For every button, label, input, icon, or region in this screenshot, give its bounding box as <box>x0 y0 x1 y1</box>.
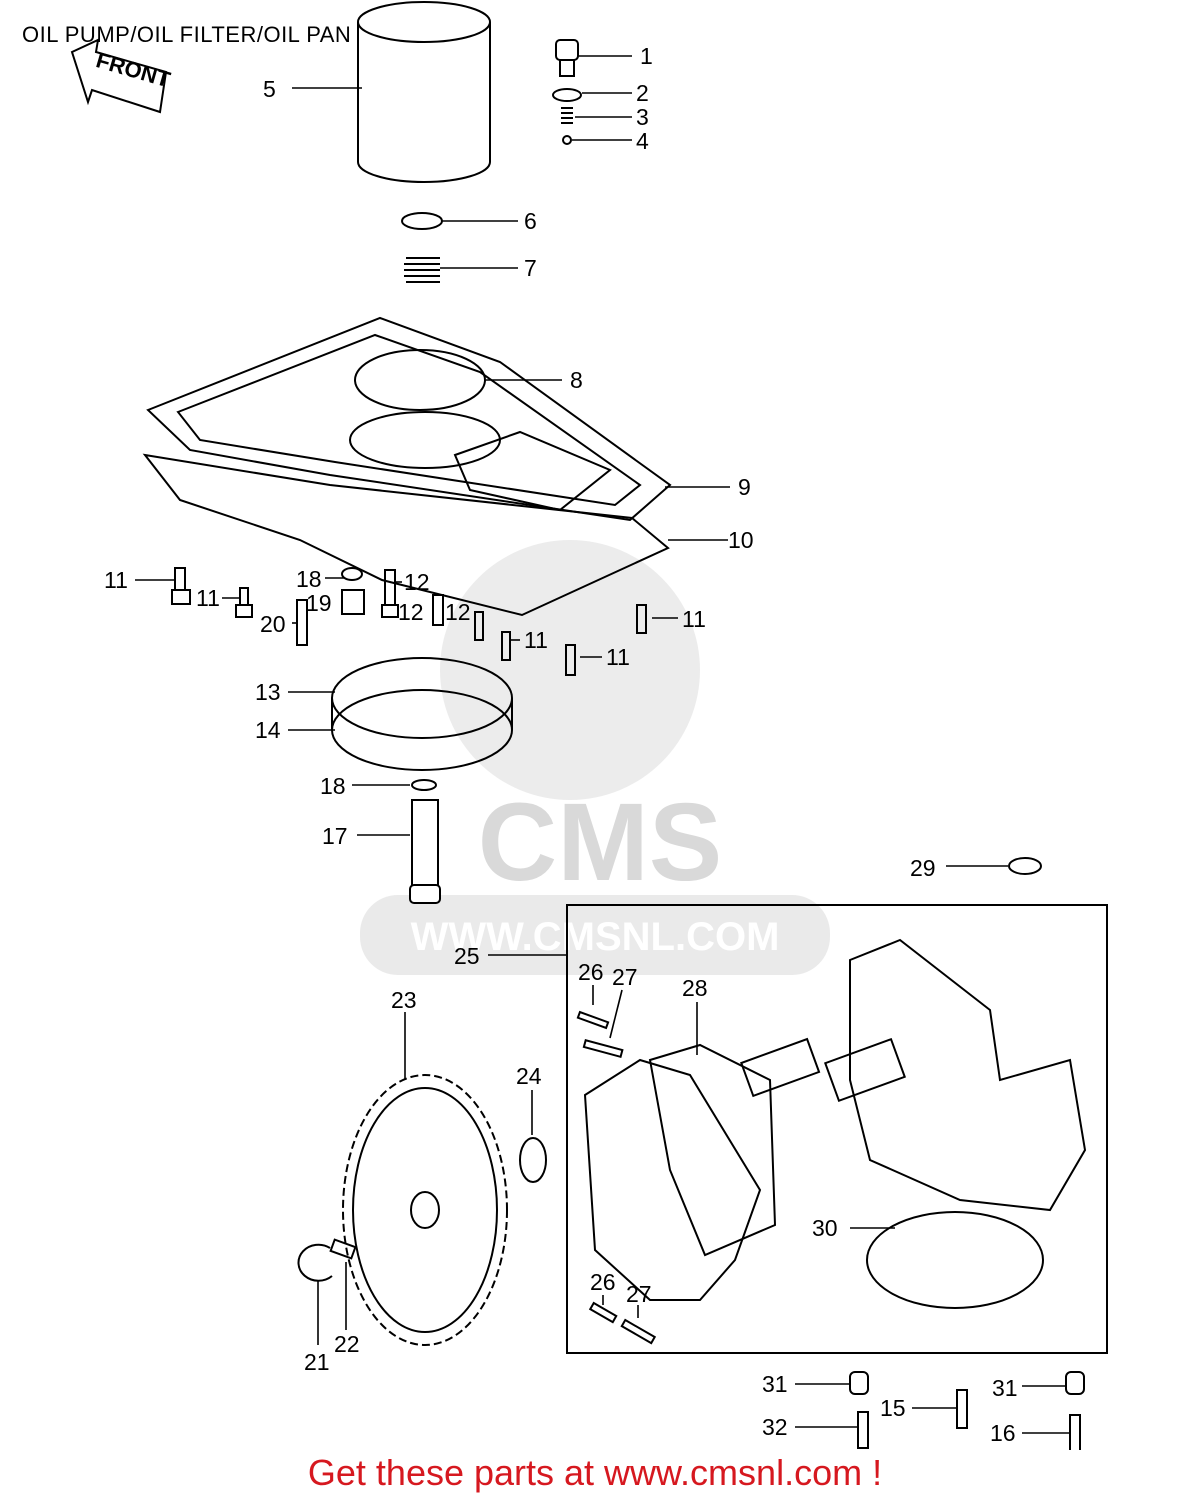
callout-20: 20 <box>260 611 286 637</box>
callout-4: 4 <box>636 128 649 154</box>
callout-27a: 27 <box>612 964 638 990</box>
oil-pan-part <box>142 316 672 617</box>
callout-18b: 18 <box>320 773 346 799</box>
oil-filter-part <box>357 1 491 183</box>
callout-11d: 11 <box>524 627 548 653</box>
callout-12c: 12 <box>445 599 471 625</box>
callout-25: 25 <box>454 943 480 969</box>
callout-16: 16 <box>990 1420 1016 1446</box>
callout-27b: 27 <box>626 1281 652 1307</box>
diagram-title: OIL PUMP/OIL FILTER/OIL PAN <box>22 22 352 47</box>
callout-12b: 12 <box>398 599 424 625</box>
callout-30: 30 <box>812 1215 838 1241</box>
callout-5: 5 <box>263 76 276 102</box>
oring-part <box>1008 857 1042 875</box>
callout-6: 6 <box>524 208 537 234</box>
callout-9: 9 <box>738 474 751 500</box>
callout-11c: 11 <box>682 606 706 632</box>
callout-15: 15 <box>880 1395 906 1421</box>
callout-11a: 11 <box>104 567 128 593</box>
front-arrow: FRONT <box>70 38 174 114</box>
callout-23: 23 <box>391 987 417 1013</box>
callout-18a: 18 <box>296 566 322 592</box>
gear-washer-part <box>519 1137 547 1183</box>
callout-32: 32 <box>762 1414 788 1440</box>
callout-29: 29 <box>910 855 936 881</box>
pump-gear-part <box>342 1074 508 1346</box>
spring-part <box>404 257 440 283</box>
circlip-part <box>297 1243 333 1282</box>
watermark: WWW.CMSNL.COM CMS <box>360 540 830 975</box>
callout-24: 24 <box>516 1063 542 1089</box>
callout-14: 14 <box>255 717 281 743</box>
callout-26a: 26 <box>578 959 604 985</box>
callout-13: 13 <box>255 679 281 705</box>
pin-part <box>329 1238 357 1260</box>
callout-3: 3 <box>636 104 649 130</box>
watermark-logo: CMS <box>478 781 722 904</box>
watermark-url: WWW.CMSNL.COM <box>411 915 780 959</box>
callout-2: 2 <box>636 80 649 106</box>
callout-7: 7 <box>524 255 537 281</box>
leader-lines <box>135 55 1070 1434</box>
relief-bolt-part <box>552 39 582 145</box>
callout-17: 17 <box>322 823 348 849</box>
callout-12a: 12 <box>404 569 430 595</box>
callout-22: 22 <box>334 1331 360 1357</box>
callout-1: 1 <box>640 43 653 69</box>
oil-pipe-part <box>409 779 441 904</box>
oil-pump-part <box>583 938 1087 1309</box>
callout-19: 19 <box>306 590 332 616</box>
callout-8: 8 <box>570 367 583 393</box>
callout-31b: 31 <box>992 1375 1018 1401</box>
callout-28: 28 <box>682 975 708 1001</box>
callout-21: 21 <box>304 1349 330 1375</box>
footer-cta[interactable]: Get these parts at www.cmsnl.com ! <box>307 1452 883 1493</box>
parts-diagram: WWW.CMSNL.COM CMS FRONT <box>70 1 1108 1450</box>
oil-pump-assembly-box <box>566 904 1108 1354</box>
callout-31a: 31 <box>762 1371 788 1397</box>
callout-labels: 1 2 3 4 5 6 7 8 9 10 11 11 11 11 11 12 1… <box>104 43 1018 1446</box>
callout-11e: 11 <box>606 644 630 670</box>
callout-26b: 26 <box>590 1269 616 1295</box>
washer-part <box>401 212 443 230</box>
callout-11b: 11 <box>196 585 220 611</box>
callout-10: 10 <box>728 527 754 553</box>
